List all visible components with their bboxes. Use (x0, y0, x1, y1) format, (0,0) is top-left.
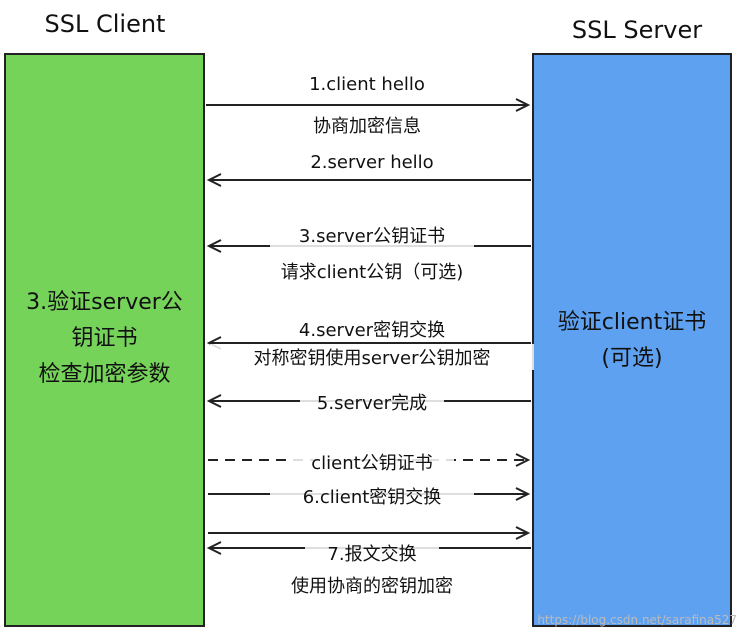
msg-7-sublabel: 使用协商的密钥加密 (255, 572, 489, 598)
arrowhead-client-hello (515, 98, 531, 112)
msg-6-label: 6.client密钥交换 (270, 483, 474, 509)
msg-1-label: 1.client hello (260, 74, 474, 95)
arrowhead-server-done (206, 394, 222, 408)
arrowhead-client-key-exchange (515, 487, 531, 501)
server-lifeline: 验证client证书 (可选) (532, 53, 732, 627)
arrowhead-exchange-to-client (206, 541, 222, 555)
client-note-line-3: 检查加密参数 (38, 362, 171, 387)
msg-1-sublabel: 协商加密信息 (290, 112, 444, 138)
watermark: https://blog.csdn.net/sarafina527 (537, 613, 737, 627)
arrowhead-exchange-to-server (515, 526, 531, 540)
msg-2-label: 2.server hello (290, 152, 454, 173)
msg-4-sublabel: 对称密钥使用server公钥加密 (210, 344, 534, 370)
arrowhead-server-cert (206, 239, 222, 253)
server-note: 验证client证书 (可选) (534, 305, 730, 377)
msg-7-label: 7.报文交换 (305, 540, 439, 566)
msg-3-sublabel: 请求client公钥（可选) (240, 258, 504, 284)
client-title: SSL Client (44, 10, 166, 38)
client-note-line-2: 钥证书 (71, 326, 138, 351)
client-lifeline: 3.验证server公 钥证书 检查加密参数 (4, 53, 205, 627)
server-note-line-1: 验证client证书 (557, 310, 707, 335)
server-note-line-2: (可选) (601, 346, 663, 371)
arrowhead-client-cert (515, 453, 531, 467)
arrowhead-server-hello (206, 173, 222, 187)
msg-5-label: 5.server完成 (300, 389, 444, 415)
msg-4-label: 4.server密钥交换 (270, 316, 474, 342)
client-note: 3.验证server公 钥证书 检查加密参数 (6, 285, 203, 393)
server-title: SSL Server (571, 16, 703, 44)
msg-3-label: 3.server公钥证书 (270, 222, 474, 248)
client-note-line-1: 3.验证server公 (26, 290, 183, 315)
msg-client-cert-label: client公钥证书 (290, 449, 454, 475)
